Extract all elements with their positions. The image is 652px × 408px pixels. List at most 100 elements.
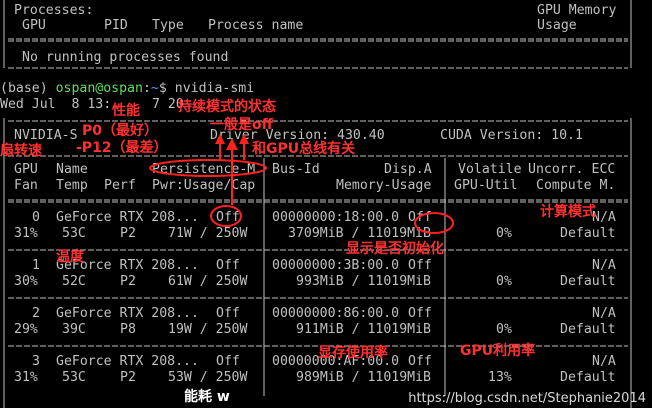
annotation-mem-usage: 显存使用率 (318, 345, 388, 361)
header-uncorr-ecc: Uncorr. ECC (528, 162, 616, 177)
gpu-compute-mode: Default (560, 226, 616, 241)
gpu-name: GeForce RTX 208... (56, 258, 199, 273)
annotation-power: 能耗 w (184, 389, 230, 405)
gpu-bus-id: 00000000:18:00.0 (272, 210, 400, 225)
gpu-name: GeForce RTX 208... (56, 354, 199, 369)
gpu-disp: Off (408, 258, 432, 273)
prompt-dollar: $ (158, 81, 167, 96)
gpu-perf: P2 (120, 226, 136, 241)
header-gpu-util: GPU-Util (454, 178, 518, 193)
gpu-disp: Off (408, 306, 432, 321)
annotation-gpu-util: GPU利用率 (460, 343, 536, 359)
type-col-label: Type (152, 18, 184, 33)
header-perf: Perf (104, 178, 136, 193)
no-processes-text: No running processes found (22, 50, 229, 65)
header-name: Name (56, 162, 88, 177)
gpu-temp: 52C (62, 274, 86, 289)
gpu-memory: 989MiB / 11019MiB (296, 370, 431, 385)
gpu-memory: 993MiB / 11019MiB (296, 274, 431, 289)
gpu-power: 19W / 250W (168, 322, 248, 337)
header-compute-m: Compute M. (536, 178, 616, 193)
gpu-temp: 53C (62, 226, 86, 241)
process-name-col-label: Process name (208, 18, 304, 33)
header-pwr: Pwr:Usage/Cap (152, 178, 256, 193)
gpu-index: 1 (32, 258, 40, 273)
gpu-memory-label: GPU Memory (537, 3, 617, 18)
pid-col-label: PID (104, 18, 128, 33)
user-host: ospan@ospan (55, 81, 143, 96)
gpu-index: 0 (32, 210, 40, 225)
annotation-disp-init: 显示是否初始化 (346, 241, 444, 257)
annotation-fan: 扇转速 (0, 143, 42, 159)
arrow-head (215, 134, 225, 144)
off-ellipse (210, 205, 242, 227)
prompt-line: (base) ospan@ospan:~$ nvidia-smi (0, 81, 254, 96)
annotation-persist-state: 持续模式的状态 (178, 99, 276, 115)
gpu-util: 0% (496, 322, 512, 337)
header-persistence: Persistence-M (152, 162, 256, 177)
gpu-fan: 31% (14, 226, 38, 241)
gpu-memory: 911MiB / 11019MiB (296, 322, 431, 337)
date-line-tail: 7 20 (152, 97, 184, 112)
gpu-bus-id: 00000000:3B:00.0 (272, 258, 400, 273)
gpu-persistence: Off (216, 354, 240, 369)
gpu-col-label: GPU (22, 18, 46, 33)
gpu-persistence: Off (216, 210, 240, 225)
gpu-compute-mode: Default (560, 322, 616, 337)
gpu-power: 71W / 250W (168, 226, 248, 241)
gpu-compute-mode: Default (560, 370, 616, 385)
gpu-fan: 30% (14, 274, 38, 289)
gpu-perf: P2 (120, 274, 136, 289)
gpu-index: 3 (32, 354, 40, 369)
arrow-head (239, 134, 249, 144)
annotation-compute-mode: 计算模式 (540, 204, 596, 220)
annotation-p12: -P12（最差） (76, 140, 168, 156)
gpu-disp: Off (408, 354, 432, 369)
gpu-ecc: N/A (592, 258, 616, 273)
gpu-ecc: N/A (592, 306, 616, 321)
header-disp: Disp.A (384, 162, 432, 177)
conda-env: (base) (0, 81, 48, 96)
gpu-perf: P8 (120, 322, 136, 337)
gpu-name: GeForce RTX 208... (56, 210, 199, 225)
cuda-version: CUDA Version: 10.1 (440, 128, 583, 143)
usage-col-label: Usage (537, 18, 577, 33)
gpu-memory: 3709MiB / 11019MiB (288, 226, 431, 241)
disp-ellipse (414, 212, 454, 234)
gpu-util: 13% (488, 370, 512, 385)
gpu-temp: 53C (62, 370, 86, 385)
gpu-fan: 31% (14, 370, 38, 385)
gpu-power: 53W / 250W (168, 370, 248, 385)
gpu-bus-id: 00000000:AF:00.0 (272, 354, 400, 369)
header-volatile: Volatile (458, 162, 522, 177)
arrow-head (226, 138, 238, 150)
gpu-ecc: N/A (592, 210, 616, 225)
header-temp: Temp (56, 178, 88, 193)
header-bus-id: Bus-Id (272, 162, 320, 177)
gpu-bus-id: 00000000:86:00.0 (272, 306, 400, 321)
gpu-persistence: Off (216, 258, 240, 273)
annotation-p0: P0（最好） (82, 123, 159, 139)
gpu-util: 0% (496, 274, 512, 289)
annotation-persist-default: 一般是off (210, 117, 273, 133)
date-line: Wed Jul 8 13: (0, 97, 112, 112)
prompt-sep: : (142, 81, 151, 96)
annotation-perf: 性能 (112, 103, 140, 119)
gpu-util: 0% (496, 226, 512, 241)
header-gpu: GPU (14, 162, 38, 177)
prompt-path: ~ (150, 81, 159, 96)
processes-label: Processes: (14, 3, 94, 18)
gpu-ecc: N/A (592, 354, 616, 369)
gpu-temp: 39C (62, 322, 86, 337)
gpu-fan: 29% (14, 322, 38, 337)
nvidia-smi-label: NVIDIA-S (14, 128, 78, 143)
watermark: https://blog.csdn.net/Stephanie2014 (408, 391, 646, 406)
gpu-index: 2 (32, 306, 40, 321)
header-fan: Fan (14, 178, 38, 193)
gpu-power: 61W / 250W (168, 274, 248, 289)
gpu-compute-mode: Default (560, 274, 616, 289)
gpu-name: GeForce RTX 208... (56, 306, 199, 321)
annotation-bus: 和GPU总线有关 (252, 141, 356, 157)
